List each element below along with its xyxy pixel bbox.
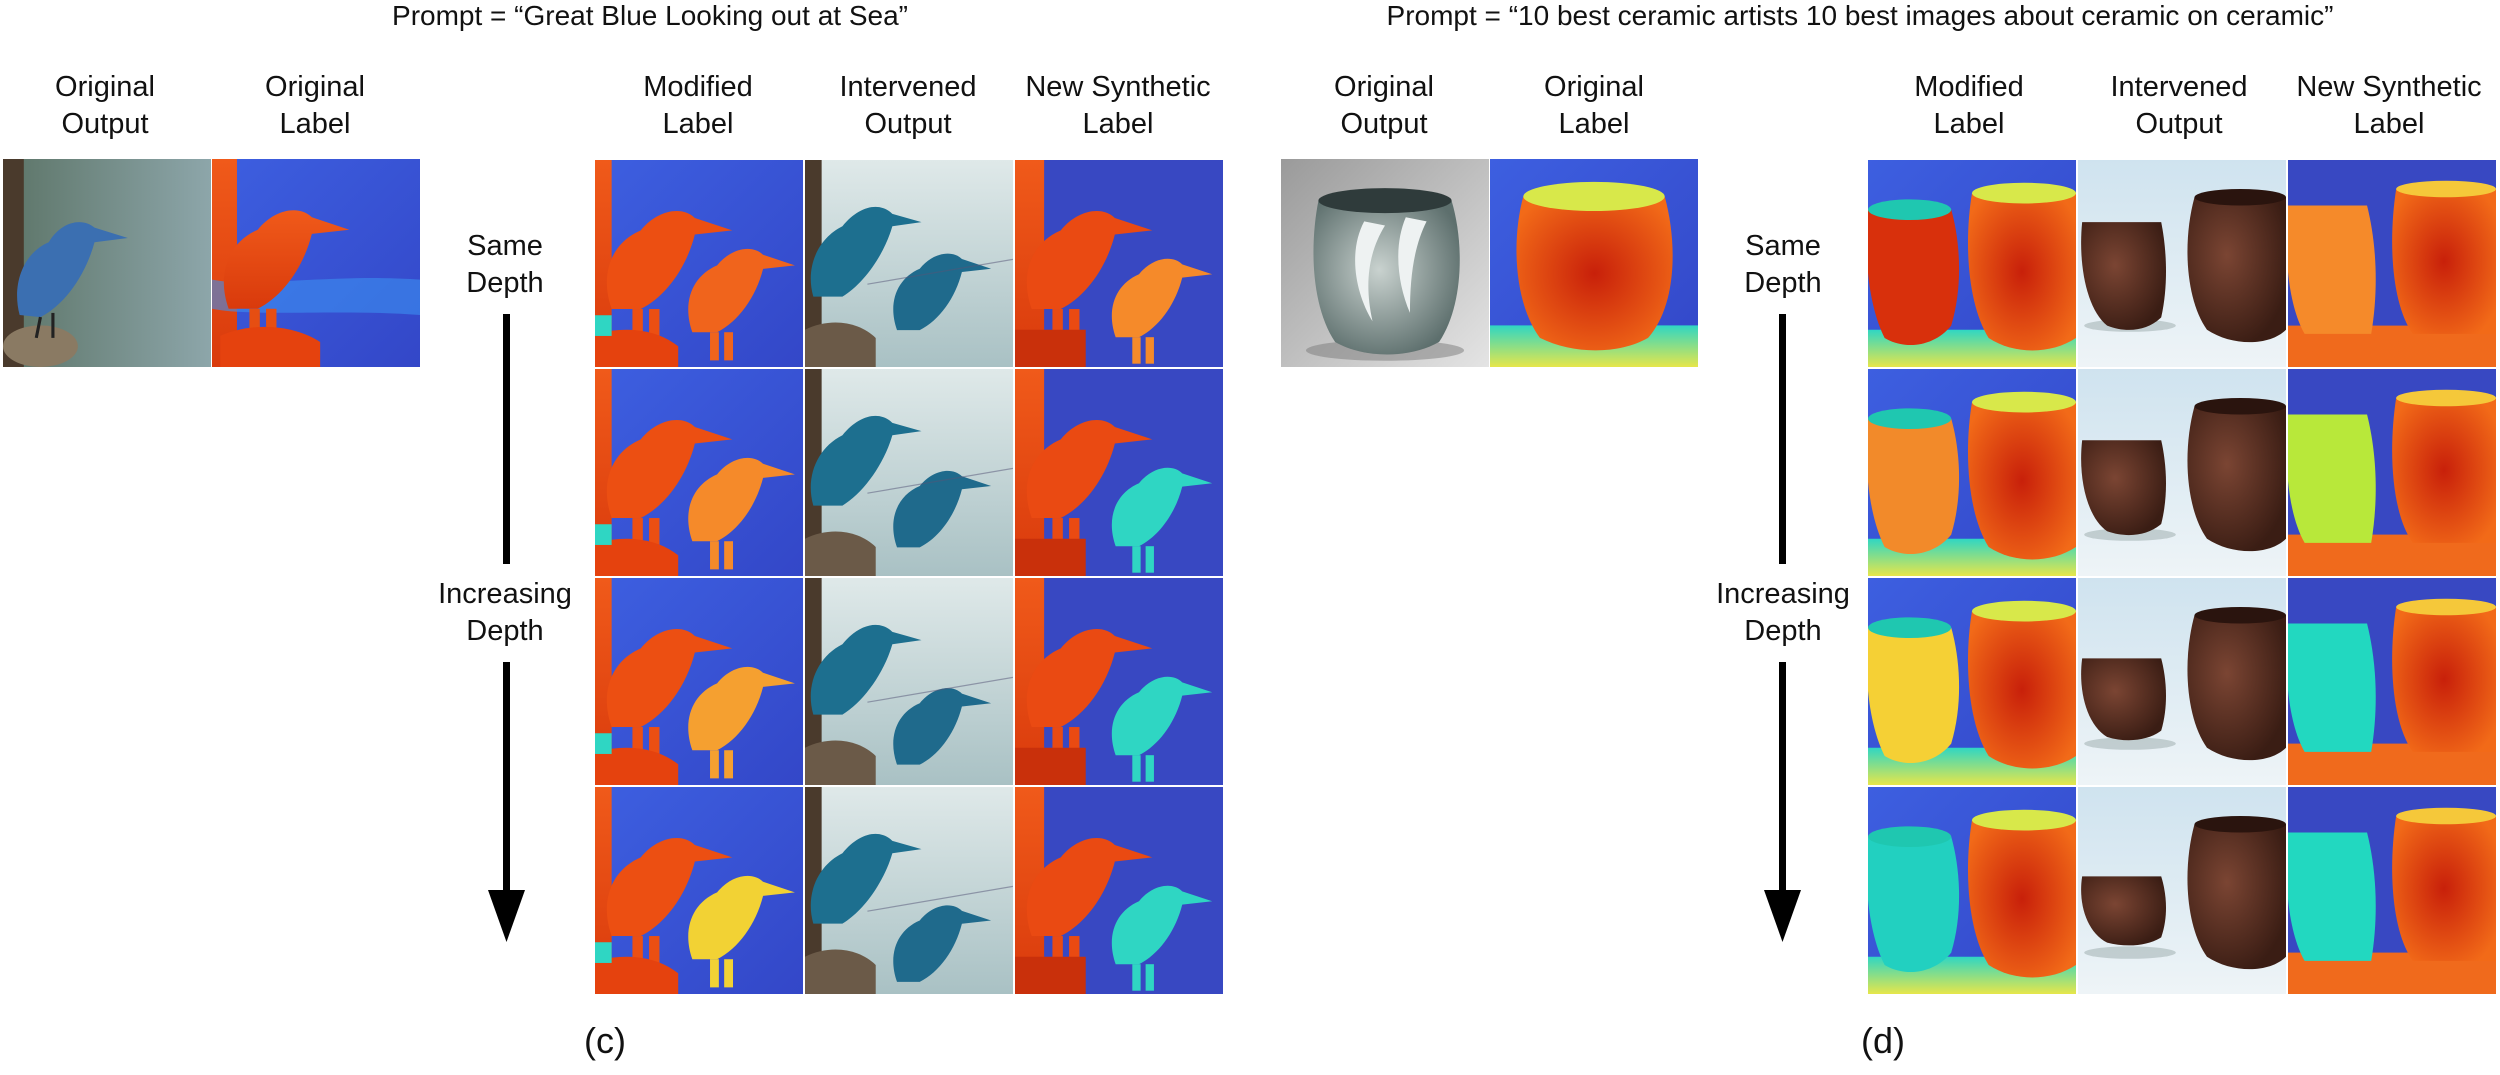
panel-c-modified-label-row-1-image [595, 160, 803, 367]
panel-d-new-synthetic-label-row-2-image [2288, 369, 2496, 576]
panel-d-label: (d) [1861, 1020, 1905, 1061]
panel-d-header-original-output: Original Output [1334, 71, 1434, 140]
panel-c-modified-label-row-4-image [595, 787, 803, 994]
panel-c-arrow-shaft-top [503, 314, 510, 564]
panel-c-prompt: Prompt = “Great Blue Looking out at Sea” [392, 0, 908, 31]
panel-d-side-same-depth: Same Depth [1744, 230, 1822, 299]
panel-d-arrow-shaft-bottom [1779, 662, 1786, 894]
panel-c-header-new-synthetic-label: New Synthetic Label [1025, 71, 1211, 140]
panel-d-modified-label-row-3-image [1868, 578, 2076, 785]
panel-c-header-modified-label: Modified Label [643, 71, 753, 140]
panel-c-intervened-output-row-4-image [805, 787, 1013, 994]
panel-d-original-output-image [1281, 159, 1489, 367]
panel-c-new-synthetic-label-row-3-image [1015, 578, 1223, 785]
panel-d-header-new-synthetic-label: New Synthetic Label [2296, 71, 2482, 140]
panel-c-new-synthetic-label-row-2-image [1015, 369, 1223, 576]
panel-d-intervened-output-row-4-image [2078, 787, 2286, 994]
panel-c-modified-label-row-3-image [595, 578, 803, 785]
panel-d-header-modified-label: Modified Label [1914, 71, 2024, 140]
panel-d-header-original-label: Original Label [1544, 71, 1644, 140]
panel-d-intervened-output-row-3-image [2078, 578, 2286, 785]
panel-d-arrow-head [1764, 890, 1801, 942]
panel-d-intervened-output-row-1-image [2078, 160, 2286, 367]
panel-c-header-original-label: Original Label [265, 71, 365, 140]
panel-d-header-intervened-output: Intervened Output [2110, 71, 2248, 140]
panel-c-original-label-image [212, 159, 420, 367]
panel-d-modified-label-row-1-image [1868, 160, 2076, 367]
panel-c-modified-label-row-2-image [595, 369, 803, 576]
panel-c-label: (c) [584, 1020, 626, 1061]
panel-c-side-increasing-depth: Increasing Depth [438, 578, 572, 647]
panel-c-intervened-output-row-1-image [805, 160, 1013, 367]
panel-c-new-synthetic-label-row-1-image [1015, 160, 1223, 367]
panel-d-new-synthetic-label-row-1-image [2288, 160, 2496, 367]
panel-c-side-same-depth: Same Depth [466, 230, 544, 299]
panel-c-new-synthetic-label-row-4-image [1015, 787, 1223, 994]
panel-c-arrow-shaft-bottom [503, 662, 510, 894]
panel-d-prompt: Prompt = “10 best ceramic artists 10 bes… [1386, 0, 2334, 31]
panel-c-header-original-output: Original Output [55, 71, 155, 140]
panel-d-side-increasing-depth: Increasing Depth [1716, 578, 1850, 647]
panel-d-original-label-image [1490, 159, 1698, 367]
panel-c-intervened-output-row-3-image [805, 578, 1013, 785]
panel-d-modified-label-row-4-image [1868, 787, 2076, 994]
panel-c-arrow-head [488, 890, 525, 942]
panel-c-header-intervened-output: Intervened Output [839, 71, 977, 140]
panel-d-new-synthetic-label-row-3-image [2288, 578, 2496, 785]
panel-d-new-synthetic-label-row-4-image [2288, 787, 2496, 994]
panel-d-arrow-shaft-top [1779, 314, 1786, 564]
panel-d-modified-label-row-2-image [1868, 369, 2076, 576]
panel-c-original-output-image [3, 159, 211, 367]
panel-c-intervened-output-row-2-image [805, 369, 1013, 576]
panel-d-intervened-output-row-2-image [2078, 369, 2286, 576]
